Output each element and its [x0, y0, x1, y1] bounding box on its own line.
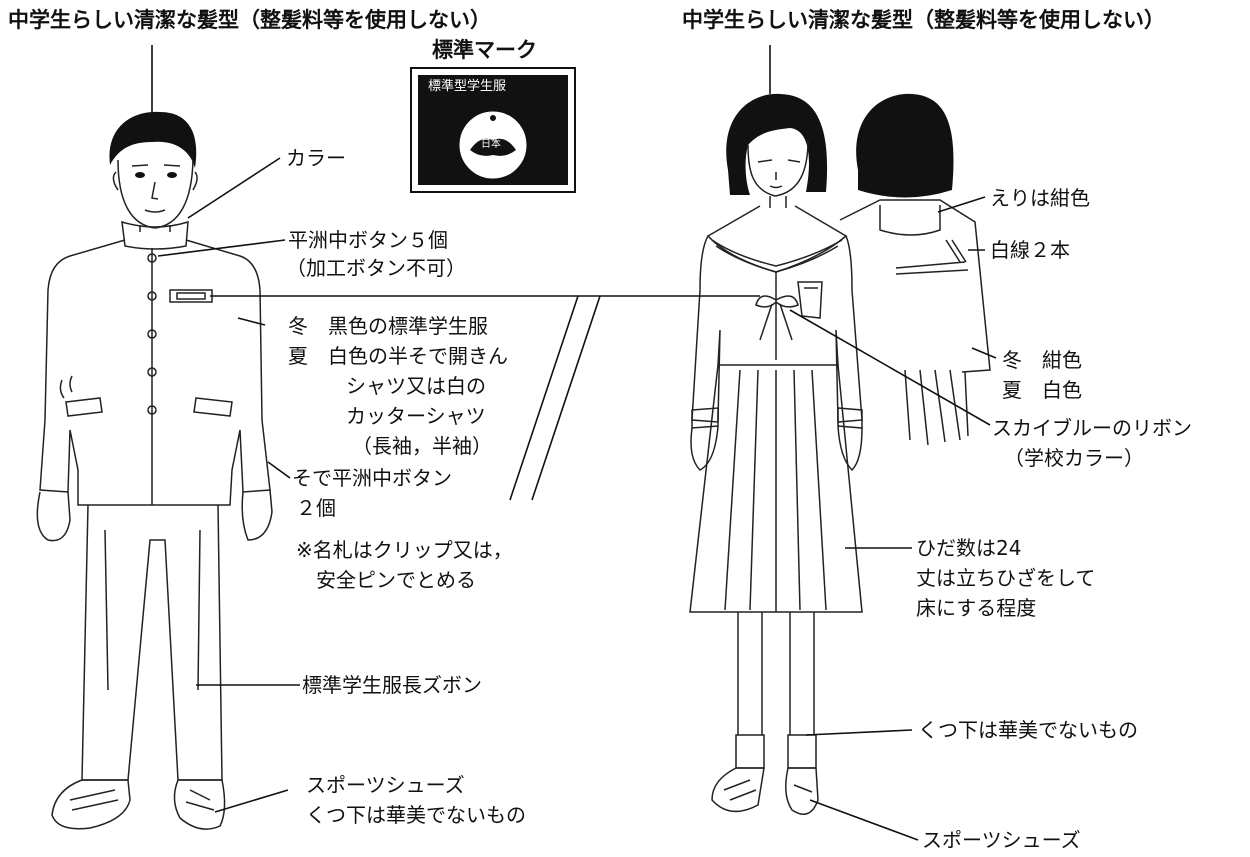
male-leader-lines — [151, 45, 601, 813]
male-collar-label: カラー — [286, 146, 346, 170]
female-shoes-label: スポーツシューズ — [922, 828, 1081, 852]
pleats-label-1: ひだ数は24 — [916, 536, 1022, 560]
female-leader-lines — [600, 45, 997, 841]
female-hair-note: 中学生らしい清潔な髪型（整髪料等を使用しない） — [682, 8, 1165, 32]
pleats-label-3: 床にする程度 — [916, 596, 1037, 620]
male-buttons-label-1: 平洲中ボタン５個 — [288, 228, 448, 252]
nametag-note-1: ※名札はクリップ又は， — [296, 538, 513, 562]
badge-center-text: 日本 — [481, 139, 501, 150]
female-season-summer: 夏 白色 — [1002, 378, 1082, 402]
male-season-summer: 夏 白色の半そで開きん — [288, 344, 508, 368]
female-socks-label: くつ下は華美でないもの — [918, 718, 1138, 742]
female-student-back-figure — [839, 93, 991, 446]
male-sleeve-buttons-2: ２個 — [296, 496, 336, 520]
female-student-front-figure — [689, 93, 863, 815]
ribbon-label-1: スカイブルーのリボン — [992, 416, 1192, 440]
standard-mark-badge — [410, 67, 576, 193]
male-season-line4: カッターシャツ — [346, 404, 486, 428]
male-season-winter: 冬 黒色の標準学生服 — [288, 314, 488, 338]
male-trousers-label: 標準学生服長ズボン — [302, 673, 482, 697]
male-hair-note: 中学生らしい清潔な髪型（整髪料等を使用しない） — [8, 8, 491, 32]
female-season-winter: 冬 紺色 — [1002, 348, 1082, 372]
female-collar-label: えりは紺色 — [990, 186, 1090, 210]
female-lines-label: 白線２本 — [990, 238, 1070, 262]
male-student-figure — [36, 111, 273, 830]
male-sleeve-buttons-1: そで平洲中ボタン — [292, 466, 452, 490]
standard-mark-title: 標準マーク — [432, 38, 537, 62]
male-buttons-label-2: （加工ボタン不可） — [286, 256, 466, 280]
male-season-line5: （長袖，半袖） — [352, 434, 492, 458]
pleats-label-2: 丈は立ちひざをして — [916, 566, 1096, 590]
nametag-note-2: 安全ピンでとめる — [316, 568, 476, 592]
male-shoes-label-2: くつ下は華美でないもの — [306, 803, 526, 827]
male-season-line3: シャツ又は白の — [346, 374, 486, 398]
ribbon-label-2: （学校カラー） — [1004, 446, 1144, 470]
male-shoes-label-1: スポーツシューズ — [306, 773, 465, 797]
badge-text: 標準型学生服 — [428, 79, 507, 94]
